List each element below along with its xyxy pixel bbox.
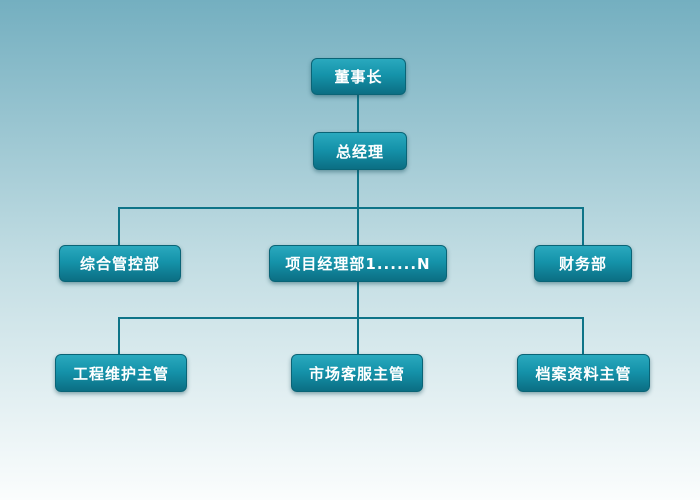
connector-drop-comprehensive: [118, 207, 120, 245]
org-node-comprehensive-management-dept: 综合管控部: [59, 245, 181, 282]
connector-drop-market: [357, 317, 359, 354]
connector-level3-bus: [118, 207, 584, 209]
connector-project-down: [357, 282, 359, 318]
org-node-finance-dept: 财务部: [534, 245, 632, 282]
connector-chairman-gm: [357, 95, 359, 132]
org-node-chairman: 董事长: [311, 58, 406, 95]
org-node-engineering-maintenance-supervisor: 工程维护主管: [55, 354, 187, 392]
connector-gm-down: [357, 170, 359, 209]
org-node-project-manager-dept: 项目经理部1......N: [269, 245, 447, 282]
connector-drop-archives: [582, 317, 584, 354]
connector-drop-project: [357, 207, 359, 245]
connector-drop-engineering: [118, 317, 120, 354]
org-node-archives-supervisor: 档案资料主管: [517, 354, 650, 392]
org-node-general-manager: 总经理: [313, 132, 407, 170]
connector-level4-bus: [118, 317, 584, 319]
connector-drop-finance: [582, 207, 584, 245]
org-node-market-customer-service-supervisor: 市场客服主管: [291, 354, 423, 392]
